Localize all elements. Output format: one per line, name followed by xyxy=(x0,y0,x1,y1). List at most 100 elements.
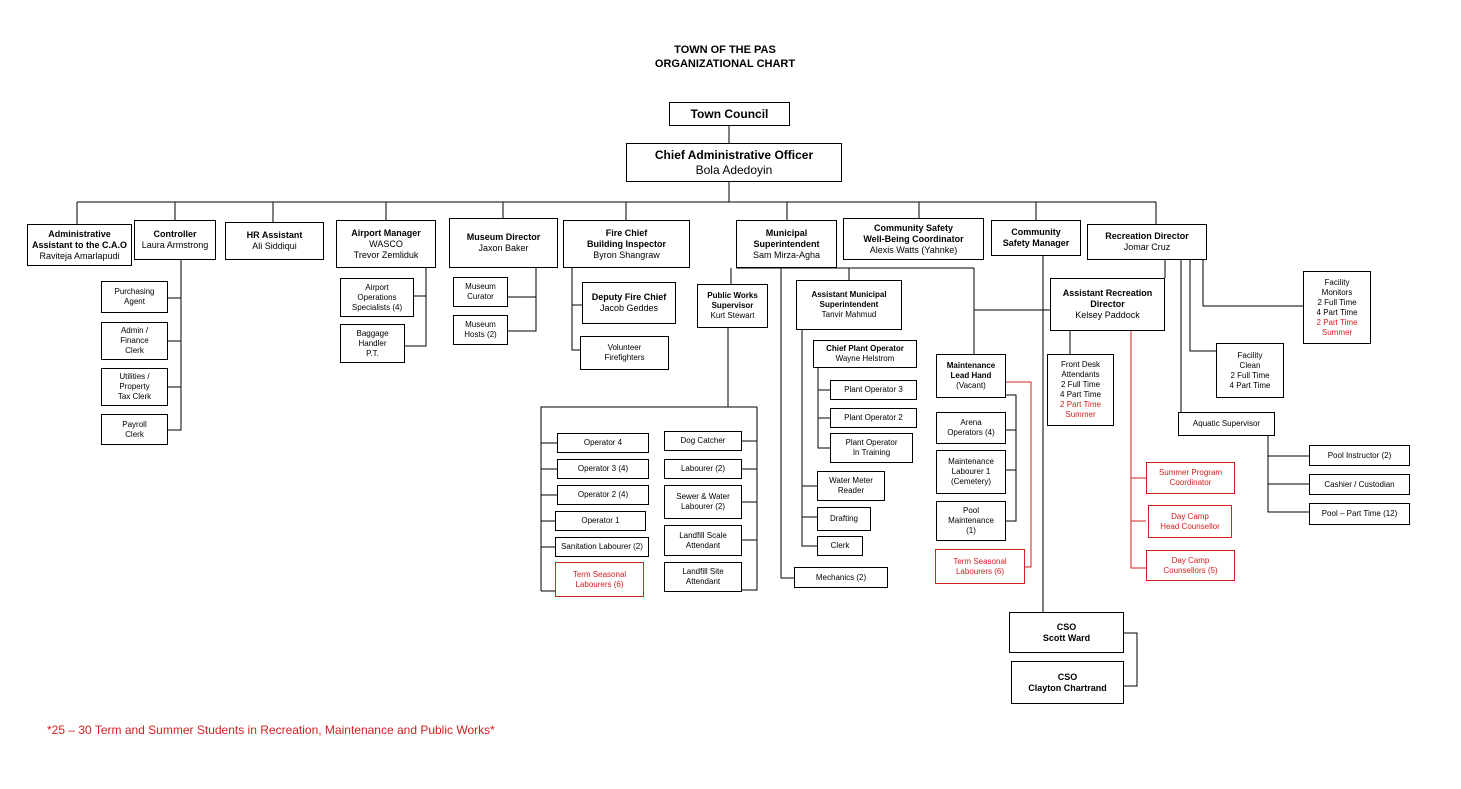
controller-name: Laura Armstrong xyxy=(141,240,209,250)
aquatic-supervisor-label: Aquatic Supervisor xyxy=(1192,419,1261,428)
cso-box: CSO Clayton Chartrand xyxy=(1011,661,1124,704)
day-camp-head-counsellor-box: Day Camp Head Counsellor xyxy=(1148,505,1232,538)
assistant-recreation-director-name: Kelsey Paddock xyxy=(1075,310,1140,320)
cso-title: CSO xyxy=(1057,671,1078,682)
front-desk-attendants-box: Front Desk Attendants 2 Full Time 4 Part… xyxy=(1047,354,1114,426)
town-council-box: Town Council xyxy=(669,102,790,126)
pool-staff-label: Pool – Part Time (12) xyxy=(1321,509,1398,518)
maintenance-staff-box: Arena Operators (4) xyxy=(936,412,1006,444)
assistant-municipal-superintendent-name: Tanvir Mahmud xyxy=(821,310,877,319)
controller-box: Controller Laura Armstrong xyxy=(134,220,216,260)
airport-staff-box: Airport Operations Specialists (4) xyxy=(340,278,414,317)
chart-title-line2: ORGANIZATIONAL CHART xyxy=(654,58,796,70)
facility-monitors-label: Facility Monitors 2 Full Time 4 Part Tim… xyxy=(1316,277,1358,317)
chief-plant-operator-box: Chief Plant Operator Wayne Helstrom xyxy=(813,340,917,368)
public-works-staff-label: Landfill Site Attendant xyxy=(682,567,724,586)
assistant-municipal-superintendent-box: Assistant Municipal Superintendent Tanvi… xyxy=(796,280,902,330)
footnote: *25 – 30 Term and Summer Students in Rec… xyxy=(47,723,495,737)
maintenance-staff-label: Maintenance Labourer 1 (Cemetery) xyxy=(948,457,994,486)
admin-assistant-name: Raviteja Amarlapudi xyxy=(39,250,120,261)
day-camp-counsellors-box: Day Camp Counsellors (5) xyxy=(1146,550,1235,581)
hr-assistant-title: HR Assistant xyxy=(246,230,303,240)
chart-title-line1: TOWN OF THE PAS xyxy=(674,44,776,56)
assistant-recreation-director-title: Assistant Recreation Director xyxy=(1062,288,1153,309)
cso-box: CSO Scott Ward xyxy=(1009,612,1124,653)
hr-assistant-box: HR Assistant Ali Siddiqui xyxy=(225,222,324,260)
community-safety-coordinator-name: Alexis Watts (Yahnke) xyxy=(869,244,958,255)
museum-staff-label: Museum Hosts (2) xyxy=(464,320,497,339)
recreation-director-box: Recreation Director Jomar Cruz xyxy=(1087,224,1207,260)
maintenance-lead-hand-name: (Vacant) xyxy=(956,381,986,390)
controller-title: Controller xyxy=(153,229,197,239)
maintenance-lead-hand-title: Maintenance Lead Hand xyxy=(946,361,996,380)
admin-assistant-box: Administrative Assistant to the C.A.O Ra… xyxy=(27,224,132,266)
municipal-superintendent-box: Municipal Superintendent Sam Mirza-Agha xyxy=(736,220,837,268)
community-safety-coordinator-title: Community Safety Well-Being Coordinator xyxy=(863,222,964,244)
assistant-municipal-superintendent-title: Assistant Municipal Superintendent xyxy=(811,290,887,309)
maintenance-lead-hand-box: Maintenance Lead Hand (Vacant) xyxy=(936,354,1006,398)
museum-staff-box: Museum Hosts (2) xyxy=(453,315,508,345)
mechanics-label: Mechanics (2) xyxy=(815,572,867,582)
airport-manager-box: Airport Manager WASCO Trevor Zemliduk xyxy=(336,220,436,268)
maintenance-staff-box: Maintenance Labourer 1 (Cemetery) xyxy=(936,450,1006,494)
controller-staff-box: Admin / Finance Clerk xyxy=(101,322,168,360)
public-works-staff-label: Operator 3 (4) xyxy=(577,464,629,473)
drafting-box: Drafting xyxy=(817,507,871,531)
public-works-staff-label: Labourer (2) xyxy=(680,464,726,473)
plant-operator-box: Plant Operator 3 xyxy=(830,380,917,400)
chief-plant-operator-title: Chief Plant Operator xyxy=(826,344,904,353)
airport-manager-title: Airport Manager xyxy=(351,227,421,238)
maintenance-staff-label: Arena Operators (4) xyxy=(947,418,995,437)
public-works-staff-label: Dog Catcher xyxy=(680,436,726,445)
fire-chief-title: Fire Chief Building Inspector xyxy=(586,227,666,249)
facility-monitors-box: Facility Monitors 2 Full Time 4 Part Tim… xyxy=(1303,271,1371,344)
deputy-fire-chief-name: Jacob Geddes xyxy=(599,303,659,313)
mechanics-box: Mechanics (2) xyxy=(794,567,888,588)
pool-staff-box: Cashier / Custodian xyxy=(1309,474,1410,495)
plant-operator-box: Plant Operator 2 xyxy=(830,408,917,428)
summer-program-coordinator-label: Summer Program Coordinator xyxy=(1158,468,1223,487)
maintenance-staff-box: Pool Maintenance (1) xyxy=(936,501,1006,541)
public-works-staff-box: Operator 2 (4) xyxy=(557,485,649,505)
public-works-staff-box: Dog Catcher xyxy=(664,431,742,451)
public-works-staff-label: Landfill Scale Attendant xyxy=(679,530,727,550)
summer-program-coordinator-box: Summer Program Coordinator xyxy=(1146,462,1235,494)
recreation-director-title: Recreation Director xyxy=(1105,231,1189,241)
clerk-box: Clerk xyxy=(817,536,863,556)
public-works-staff-box: Labourer (2) xyxy=(664,459,742,479)
chief-plant-operator-name: Wayne Helstrom xyxy=(835,354,895,363)
public-works-staff-box: Operator 4 xyxy=(557,433,649,453)
airport-manager-name: Trevor Zemliduk xyxy=(353,249,419,260)
public-works-seasonal-box: Term Seasonal Labourers (6) xyxy=(555,562,644,597)
community-safety-manager-title: Community Safety Manager xyxy=(1002,227,1070,248)
water-meter-reader-box: Water Meter Reader xyxy=(817,471,885,501)
assistant-recreation-director-box: Assistant Recreation Director Kelsey Pad… xyxy=(1050,278,1165,331)
aquatic-supervisor-box: Aquatic Supervisor xyxy=(1178,412,1275,436)
public-works-staff-label: Sanitation Labourer (2) xyxy=(561,542,643,551)
public-works-supervisor-title: Public Works Supervisor xyxy=(707,291,758,310)
plant-operator-label: Plant Operator In Training xyxy=(845,438,898,457)
public-works-supervisor-name: Kurt Stewart xyxy=(710,311,755,320)
controller-staff-label: Purchasing Agent xyxy=(114,287,155,306)
deputy-fire-chief-box: Deputy Fire Chief Jacob Geddes xyxy=(582,282,676,324)
recreation-director-name: Jomar Cruz xyxy=(1123,242,1171,252)
controller-staff-label: Payroll Clerk xyxy=(122,419,147,439)
cso-name: Clayton Chartrand xyxy=(1028,682,1107,693)
cso-title: CSO xyxy=(1056,621,1077,632)
controller-staff-label: Admin / Finance Clerk xyxy=(120,326,149,355)
community-safety-manager-box: Community Safety Manager xyxy=(991,220,1081,256)
front-desk-attendants-label: Front Desk Attendants 2 Full Time 4 Part… xyxy=(1060,360,1101,399)
public-works-staff-box: Sanitation Labourer (2) xyxy=(555,537,649,557)
public-works-staff-label: Operator 4 xyxy=(583,438,623,447)
pool-staff-label: Pool Instructor (2) xyxy=(1327,450,1392,460)
public-works-staff-label: Operator 1 xyxy=(581,516,620,525)
airport-staff-box: Baggage Handler P.T. xyxy=(340,324,405,363)
maintenance-seasonal-box: Term Seasonal Labourers (6) xyxy=(935,549,1025,584)
plant-operator-label: Plant Operator 3 xyxy=(844,385,903,394)
public-works-staff-box: Landfill Site Attendant xyxy=(664,562,742,592)
controller-staff-box: Utilities / Property Tax Clerk xyxy=(101,368,168,406)
museum-director-name: Jaxon Baker xyxy=(478,243,529,253)
museum-staff-label: Museum Curator xyxy=(465,282,496,301)
hr-assistant-name: Ali Siddiqui xyxy=(252,241,297,251)
public-works-staff-box: Sewer & Water Labourer (2) xyxy=(664,485,742,519)
